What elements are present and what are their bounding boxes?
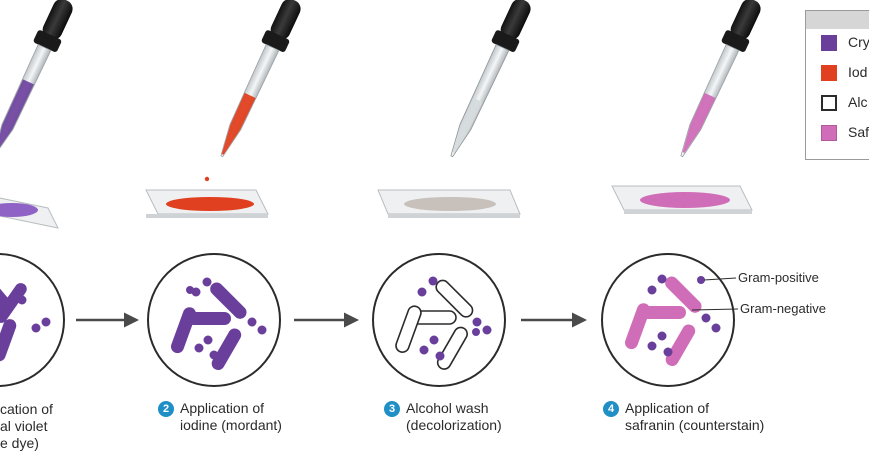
key-label-safranin: Saf bbox=[848, 124, 869, 140]
step-1-line3: e dye) bbox=[0, 435, 39, 451]
step-4-caption: 4 Application of safranin (counterstain) bbox=[603, 400, 764, 434]
key-swatch-iodine bbox=[821, 65, 837, 81]
key-header bbox=[806, 11, 869, 29]
key-item-alcohol: Alc bbox=[806, 89, 869, 119]
step-1-line2: al violet bbox=[0, 418, 48, 434]
step-4-line1: Application of bbox=[625, 400, 710, 416]
gram-positive-label: Gram-positive bbox=[738, 270, 819, 285]
step-3-caption: 3 Alcohol wash (decolorization) bbox=[384, 400, 502, 434]
field-step-1 bbox=[0, 253, 65, 387]
key-item-safranin: Saf bbox=[806, 119, 869, 149]
gram-negative-leader bbox=[691, 308, 739, 311]
key-label-alcohol: Alc bbox=[848, 94, 868, 110]
stain-key: Cry Iod Alc Saf bbox=[805, 10, 869, 160]
step-4-line2: safranin (counterstain) bbox=[625, 417, 765, 433]
key-swatch-alcohol bbox=[821, 95, 837, 111]
dropper-alcohol bbox=[450, 0, 531, 158]
step-2-caption: 2 Application of iodine (mordant) bbox=[158, 400, 282, 434]
step-2-line1: Application of bbox=[180, 400, 265, 416]
key-label-iodine: Iod bbox=[848, 64, 868, 80]
slide-iodine bbox=[145, 189, 269, 218]
slide-alcohol bbox=[377, 189, 521, 218]
key-item-iodine: Iod bbox=[806, 59, 869, 89]
step-2-line2: iodine (mordant) bbox=[180, 417, 282, 433]
step-1-caption: cation of al violet e dye) bbox=[0, 401, 53, 452]
iodine-droplet bbox=[204, 176, 210, 182]
dropper-iodine bbox=[220, 0, 301, 158]
key-swatch-safranin bbox=[821, 125, 837, 141]
dropper-safranin bbox=[680, 0, 761, 158]
field-step-3 bbox=[372, 253, 506, 387]
dropper-crystal-violet bbox=[0, 0, 73, 154]
field-step-2 bbox=[147, 253, 281, 387]
key-item-crystal-violet: Cry bbox=[806, 29, 869, 59]
key-label-crystal-violet: Cry bbox=[848, 34, 869, 50]
step-2-badge: 2 bbox=[158, 401, 174, 417]
step-1-line1: cation of bbox=[0, 401, 53, 417]
slide-safranin bbox=[611, 185, 753, 214]
step-3-badge: 3 bbox=[384, 401, 400, 417]
step-3-line2: (decolorization) bbox=[406, 417, 502, 433]
gram-positive-leader bbox=[703, 277, 737, 281]
field-step-4 bbox=[601, 253, 739, 387]
step-4-badge: 4 bbox=[603, 401, 619, 417]
key-swatch-crystal-violet bbox=[821, 35, 837, 51]
step-3-line1: Alcohol wash bbox=[406, 400, 489, 416]
gram-negative-label: Gram-negative bbox=[740, 301, 826, 316]
slide-crystal-violet bbox=[0, 197, 59, 229]
